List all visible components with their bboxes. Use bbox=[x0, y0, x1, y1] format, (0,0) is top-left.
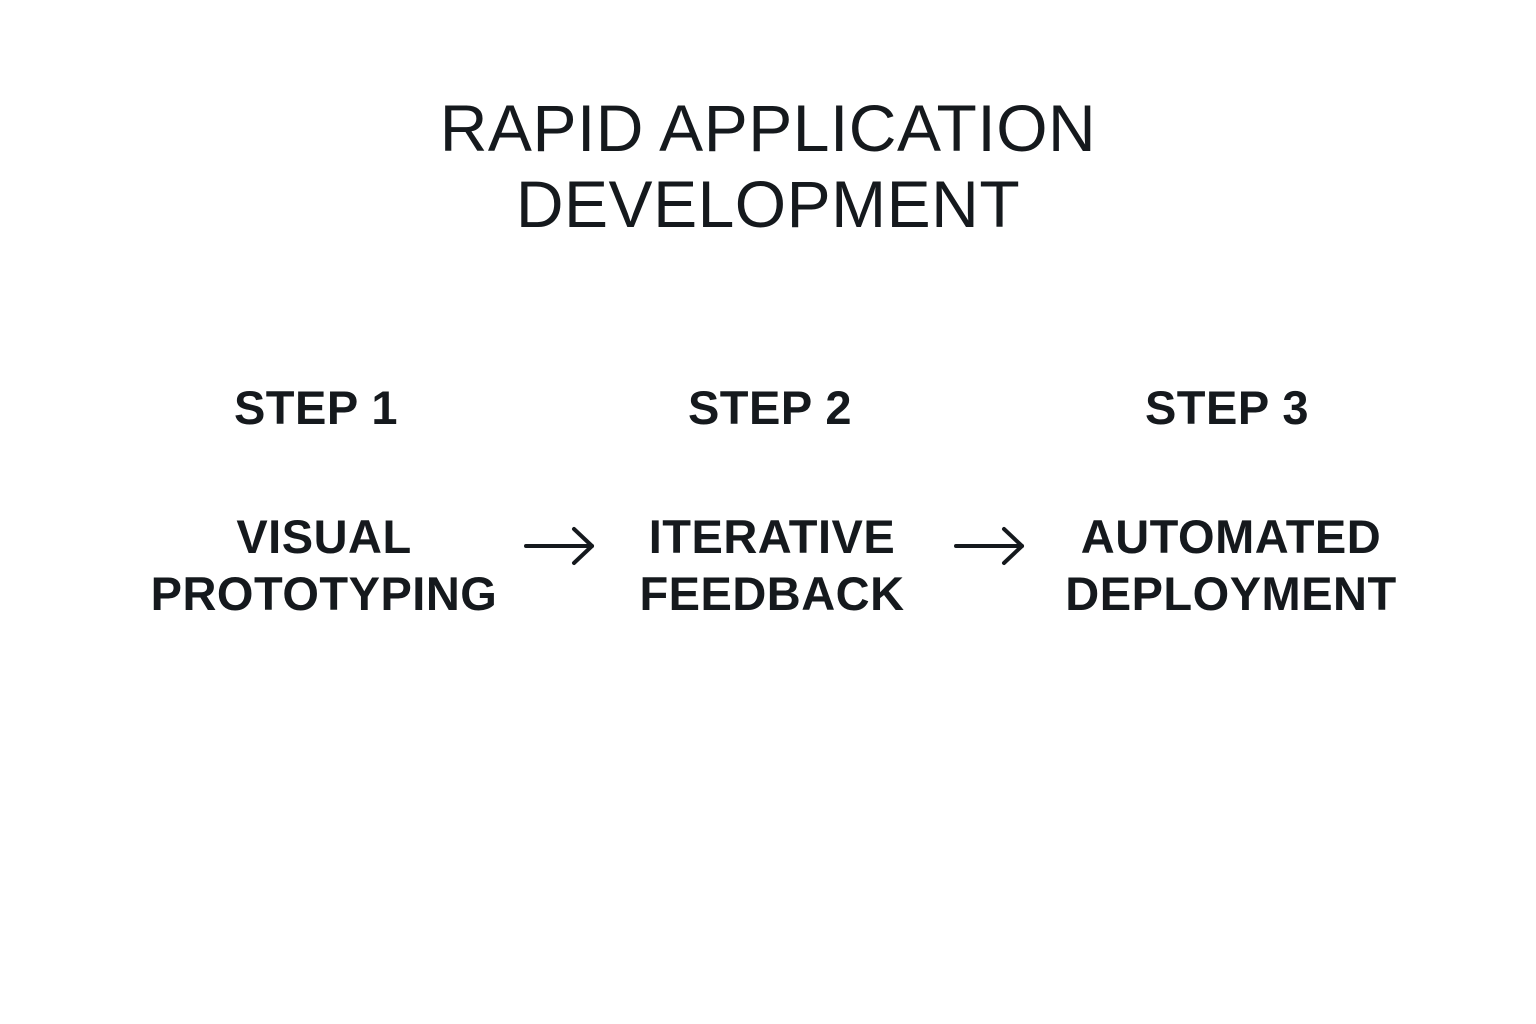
step-2-description-line-2: FEEDBACK bbox=[639, 567, 905, 620]
step-2-description: ITERATIVE FEEDBACK bbox=[552, 508, 992, 622]
diagram-title: RAPID APPLICATION DEVELOPMENT bbox=[0, 90, 1536, 242]
step-3-description: AUTOMATED DEPLOYMENT bbox=[1011, 508, 1451, 622]
title-line-1: RAPID APPLICATION bbox=[439, 91, 1097, 165]
arrow-right-icon bbox=[524, 524, 596, 568]
step-1-description-line-2: PROTOTYPING bbox=[150, 567, 498, 620]
step-2-label: STEP 2 bbox=[687, 381, 853, 434]
step-1-label: STEP 1 bbox=[233, 381, 399, 434]
step-3-description-line-2: DEPLOYMENT bbox=[1065, 567, 1397, 620]
step-1-description: VISUAL PROTOTYPING bbox=[104, 508, 544, 622]
arrow-right-icon bbox=[954, 524, 1026, 568]
step-1-description-line-1: VISUAL bbox=[236, 510, 412, 563]
step-3-label: STEP 3 bbox=[1144, 381, 1310, 434]
step-2-description-line-1: ITERATIVE bbox=[648, 510, 896, 563]
title-line-2: DEVELOPMENT bbox=[515, 167, 1021, 241]
step-3-description-line-1: AUTOMATED bbox=[1080, 510, 1382, 563]
